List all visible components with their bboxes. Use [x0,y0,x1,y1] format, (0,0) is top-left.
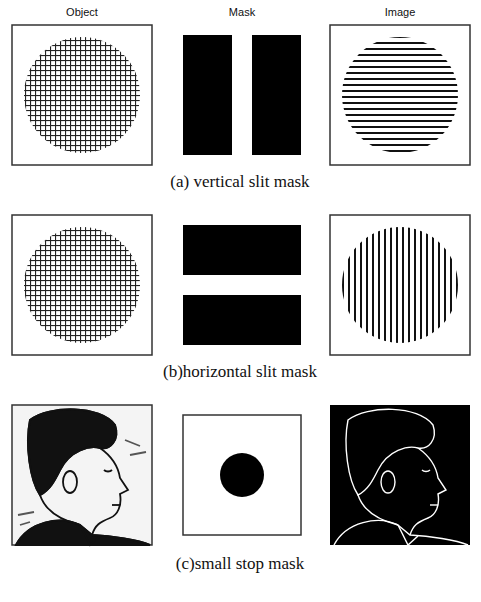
column-heading: Object [66,6,98,19]
portrait-frame [12,405,152,545]
horizontal-slit [183,275,301,295]
grid-object [24,227,140,343]
mask-square [183,225,301,345]
portrait-object [16,409,150,545]
image-frame [330,25,470,165]
mask-square [183,415,301,535]
horizontal-line-image [342,37,458,153]
column-heading: Image [385,6,416,19]
image-frame [330,215,470,355]
grid-object [24,37,140,153]
small-stop [220,453,264,497]
column-heading: Mask [229,6,255,19]
mask-square [183,35,301,155]
object-frame [12,25,152,165]
edge-portrait [334,409,468,545]
edge-image-frame [330,405,470,545]
subfigure-caption: (b)horizontal slit mask [163,362,317,382]
vertical-line-image [342,227,458,343]
portrait-lines [16,409,150,545]
subfigure-caption: (a) vertical slit mask [170,172,309,192]
object-frame [12,215,152,355]
subfigure-caption: (c)small stop mask [176,554,304,574]
vertical-slit [232,35,252,155]
